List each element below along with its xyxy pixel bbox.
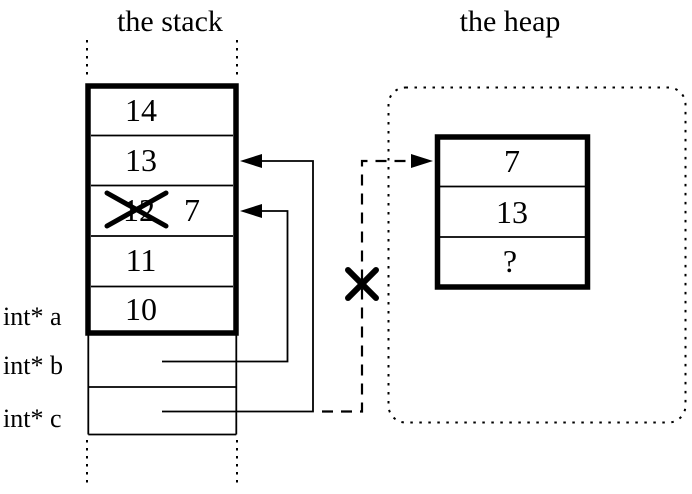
- pointer-c-arrow: [162, 154, 314, 413]
- pointer-label-c: int* c: [3, 404, 62, 433]
- heap-block-box: [434, 134, 591, 290]
- cross-out-x-icon: [104, 190, 169, 229]
- stack-cell-value-13: 13: [125, 142, 157, 178]
- heap-cell-value-7: 7: [504, 143, 520, 179]
- pointer-arrows: [162, 154, 433, 413]
- heap-section: the heap 7 13 ?: [387, 5, 687, 424]
- stack-cell-value-7-new: 7: [184, 192, 200, 228]
- heap-cell-value-13: 13: [496, 194, 528, 230]
- pointer-label-b: int* b: [3, 351, 63, 380]
- severed-pointer-x-icon: [345, 267, 379, 301]
- heap-region-outline: [387, 86, 687, 424]
- heap-title: the heap: [460, 5, 561, 38]
- arrowhead-icon: [411, 154, 433, 168]
- stack-title: the stack: [117, 5, 223, 38]
- stack-section: the stack 14 13 12 7 11 10: [3, 5, 239, 486]
- stack-cell-value-14: 14: [125, 92, 157, 128]
- heap-cell-value-unknown: ?: [503, 243, 517, 279]
- stack-array-box: [85, 83, 239, 336]
- stack-pointer-cells: [87, 333, 238, 436]
- pointer-b-arrow: [162, 204, 289, 363]
- stack-cell-value-10: 10: [125, 291, 157, 327]
- arrowhead-icon: [240, 154, 262, 168]
- dangling-heap-pointer-arrow: [322, 154, 433, 413]
- arrowhead-icon: [240, 204, 262, 218]
- stack-cell-value-11: 11: [126, 242, 157, 278]
- pointer-label-a: int* a: [3, 302, 62, 331]
